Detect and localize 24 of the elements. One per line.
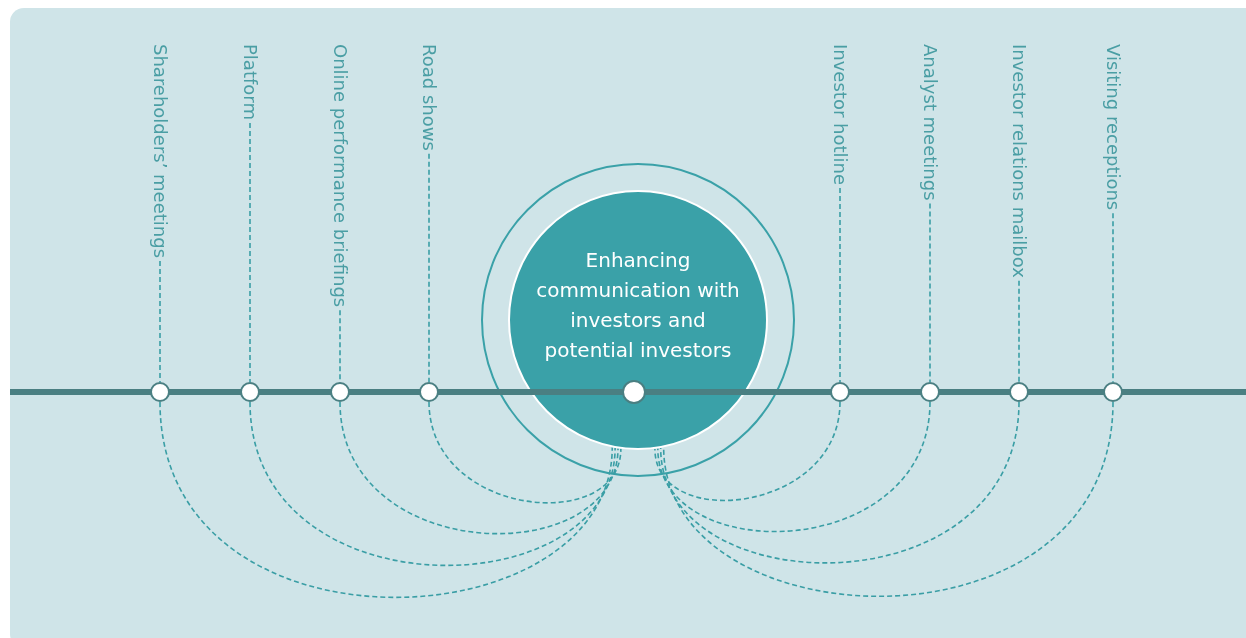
leader-line xyxy=(1018,280,1020,383)
channel-label: Platform xyxy=(241,44,259,120)
connector-arc xyxy=(159,401,614,599)
channel-label: Shareholders’ meetings xyxy=(151,44,169,259)
channel-label: Analyst meetings xyxy=(921,44,939,201)
connector-arc xyxy=(249,401,616,566)
leader-line xyxy=(428,153,430,383)
connector-arc xyxy=(428,401,622,504)
connector-arc xyxy=(659,401,1020,564)
connector-arc xyxy=(662,401,1114,597)
connector-arc xyxy=(657,401,931,532)
channel-label: Investor hotline xyxy=(831,44,849,185)
leader-line xyxy=(249,122,251,383)
channel-label: Investor relations mailbox xyxy=(1010,44,1028,278)
leader-line xyxy=(929,202,931,383)
connector-arc xyxy=(339,401,619,534)
channel-label: Visiting receptions xyxy=(1104,44,1122,211)
leader-line xyxy=(159,260,161,383)
hub-text: Enhancing communication with investors and potential investors xyxy=(535,247,741,364)
leader-line xyxy=(839,187,841,383)
channel-label: Road shows xyxy=(420,44,438,151)
connector-arc xyxy=(654,401,841,502)
leader-line xyxy=(1112,212,1114,383)
channel-label: Online performance briefings xyxy=(331,44,349,308)
